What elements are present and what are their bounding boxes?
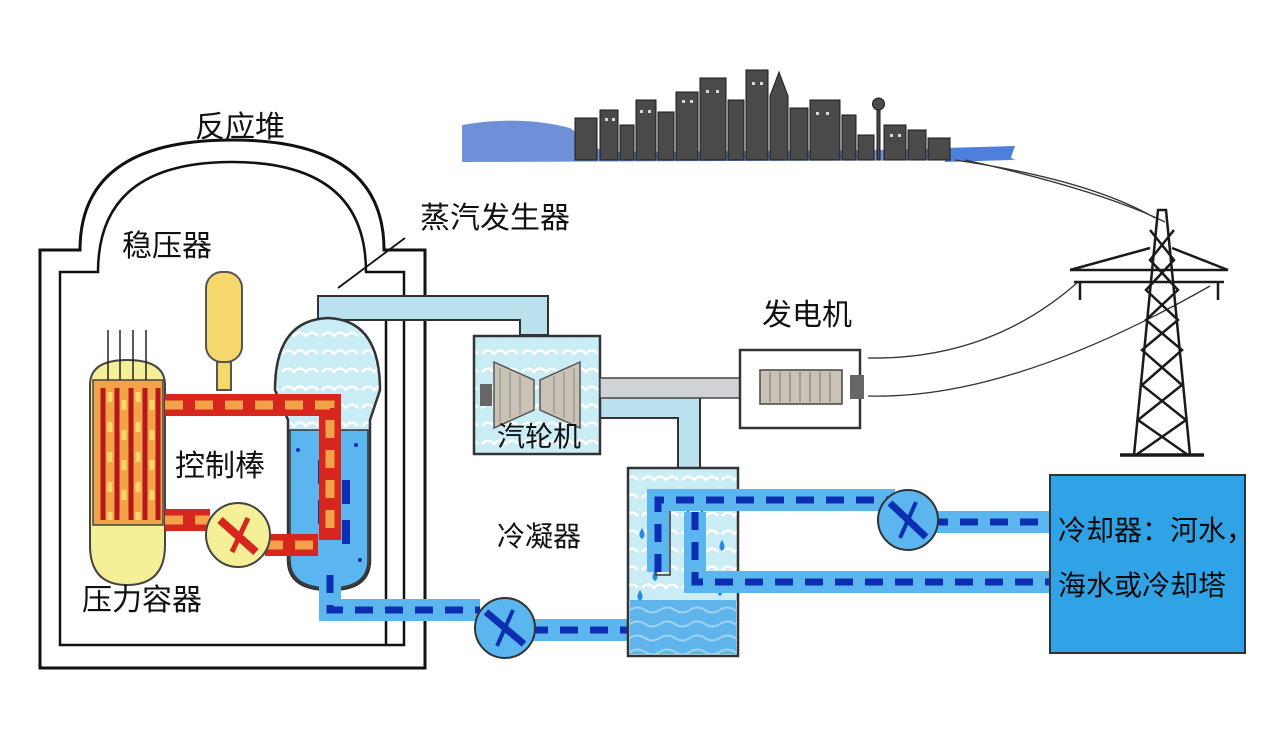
condenser-label: 冷凝器	[497, 520, 581, 553]
transmission-tower-icon	[1069, 208, 1229, 457]
primary-coolant-loop	[165, 394, 341, 556]
primary-pump-icon	[205, 502, 271, 568]
power-lines	[867, 159, 1211, 397]
city-skyline-icon	[462, 69, 1015, 162]
steam-generator-leader	[337, 237, 406, 289]
cooler-label-line1: 冷却器：河水，	[1058, 514, 1254, 547]
control-rods-label: 控制棒	[175, 449, 265, 484]
turbine-label: 汽轮机	[497, 420, 581, 453]
pressurizer-label: 稳压器	[122, 229, 212, 264]
pressurizer	[205, 271, 243, 391]
pressure-vessel	[89, 330, 166, 587]
cooler-label-line2: 海水或冷却塔	[1058, 569, 1226, 602]
feedwater-loop	[319, 575, 640, 641]
feedwater-pump-icon	[474, 597, 536, 659]
steam-generator-label: 蒸汽发生器	[420, 201, 570, 236]
generator-label: 发电机	[762, 298, 852, 333]
turbine	[472, 334, 602, 456]
cooling-pump-icon	[877, 489, 939, 551]
pressure-vessel-label: 压力容器	[82, 583, 202, 618]
reactor-label: 反应堆	[195, 110, 285, 145]
cooler-box	[1049, 474, 1246, 654]
generator	[599, 348, 864, 430]
cooling-water-loop	[647, 489, 1050, 593]
